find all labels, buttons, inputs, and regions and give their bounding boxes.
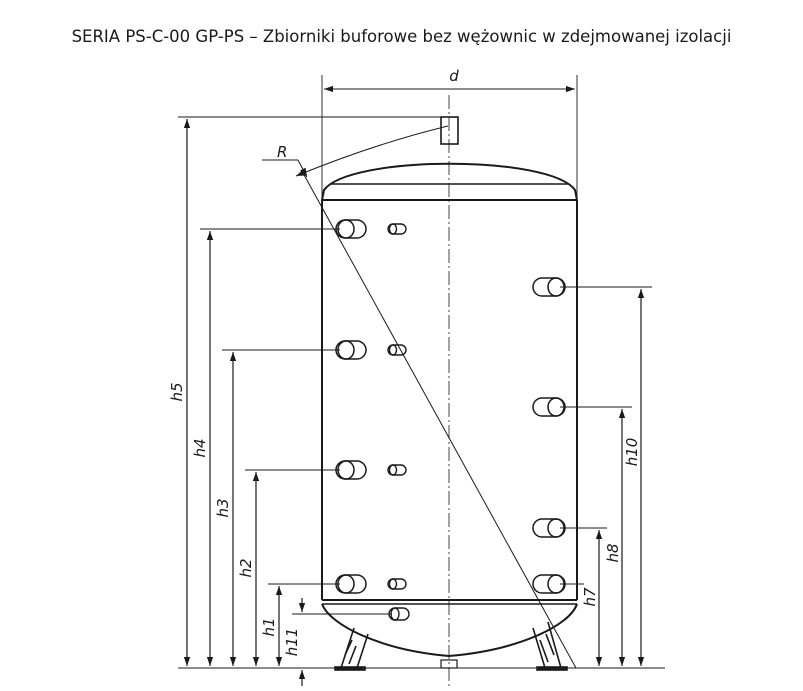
label-h10: h10 bbox=[623, 438, 641, 467]
label-h5: h5 bbox=[168, 382, 186, 401]
left-extension-lines bbox=[178, 116, 665, 669]
label-R: R bbox=[277, 143, 287, 161]
label-h7: h7 bbox=[581, 587, 599, 607]
label-h8: h8 bbox=[604, 543, 622, 562]
label-h1: h1 bbox=[260, 617, 278, 636]
label-h4: h4 bbox=[191, 438, 209, 457]
right-connectors bbox=[532, 277, 566, 594]
sensor-sleeves bbox=[387, 223, 410, 621]
tank-body bbox=[321, 116, 578, 669]
right-extension-lines bbox=[560, 286, 652, 585]
label-h2: h2 bbox=[237, 558, 255, 577]
left-connectors bbox=[335, 219, 367, 594]
diagram-title: SERIA PS-C-00 GP-PS – Zbiorniki buforowe… bbox=[71, 27, 732, 46]
label-d: d bbox=[449, 67, 459, 85]
label-h11: h11 bbox=[283, 628, 301, 657]
radius-arc bbox=[295, 125, 449, 177]
tank-legs bbox=[334, 621, 568, 671]
label-h3: h3 bbox=[214, 498, 232, 517]
diagonal-line bbox=[302, 172, 577, 669]
